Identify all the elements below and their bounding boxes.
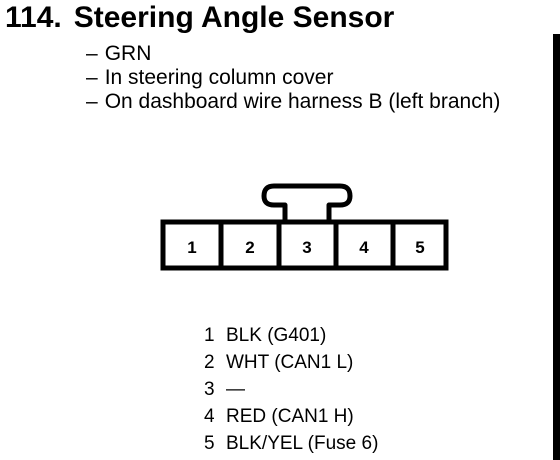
cavity-label-4: 4 [359, 238, 369, 257]
pin-number: 4 [204, 406, 215, 427]
page-edge-bar [553, 34, 560, 460]
pin-row: 5 BLK/YEL (Fuse 6) [204, 430, 378, 457]
pin-number: 1 [204, 325, 215, 346]
detail-text: GRN [104, 42, 152, 65]
page-title: 114. Steering Angle Sensor [5, 0, 394, 36]
detail-dash: – [86, 42, 98, 65]
detail-text: On dashboard wire harness B (left branch… [104, 90, 501, 113]
cavity-label-3: 3 [302, 238, 311, 257]
pin-number: 2 [204, 352, 215, 373]
pin-row: 2 WHT (CAN1 L) [204, 349, 378, 376]
pin-row: 1 BLK (G401) [204, 322, 378, 349]
pin-description: RED (CAN1 H) [226, 406, 354, 427]
pin-description: — [226, 379, 245, 400]
pin-number: 5 [204, 433, 215, 454]
pin-row: 3— [204, 376, 378, 403]
pin-number: 3 [204, 379, 215, 400]
cavity-label-2: 2 [245, 238, 254, 257]
pin-description: BLK (G401) [226, 325, 327, 346]
pin-description: WHT (CAN1 L) [226, 352, 354, 373]
component-number: 114. [5, 1, 62, 34]
component-details: –GRN –In steering column cover –On dashb… [86, 42, 500, 114]
component-name: Steering Angle Sensor [73, 1, 395, 34]
pin-description: BLK/YEL (Fuse 6) [226, 433, 379, 454]
cavity-label-5: 5 [415, 238, 424, 257]
pin-row: 4 RED (CAN1 H) [204, 403, 378, 430]
detail-harness: –On dashboard wire harness B (left branc… [86, 90, 500, 114]
detail-location: –In steering column cover [86, 66, 500, 90]
detail-dash: – [86, 66, 98, 89]
detail-text: In steering column cover [104, 66, 334, 89]
detail-dash: – [86, 90, 98, 113]
connector-locking-tab [261, 183, 353, 223]
cavity-label-1: 1 [187, 238, 196, 257]
connector-body [160, 219, 449, 271]
detail-color: –GRN [86, 42, 500, 66]
